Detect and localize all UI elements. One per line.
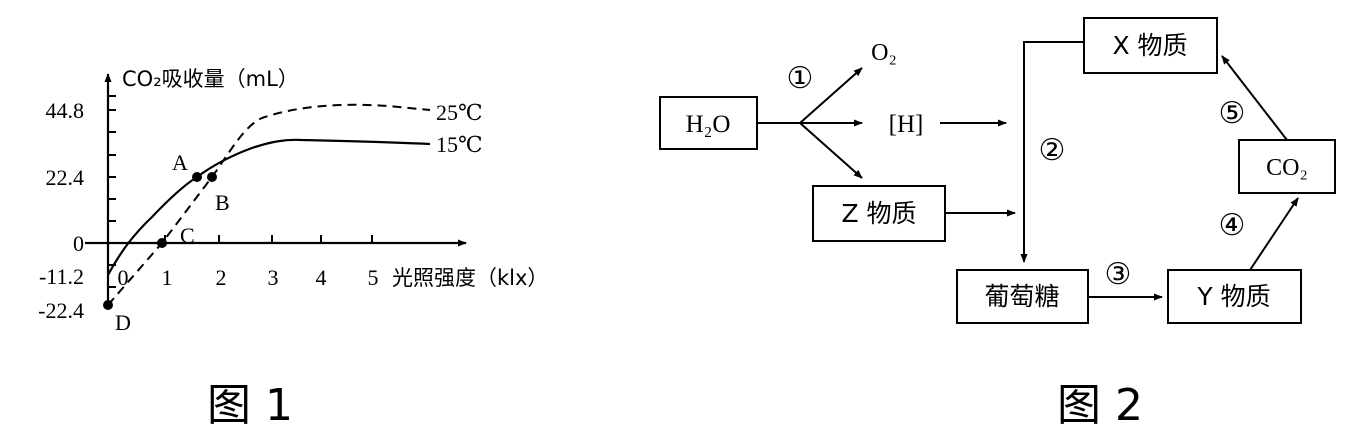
x-axis-label: 光照强度（klx） <box>392 266 548 290</box>
point-label-c: C <box>180 223 195 248</box>
arrow-to-z <box>799 122 863 179</box>
point-label-d: D <box>115 310 131 335</box>
y-tick-label-22.4: 22.4 <box>46 165 85 190</box>
node-y-label: Y 物质 <box>1196 282 1270 311</box>
y-tick-marks <box>108 95 116 288</box>
x-tick-label-5: 5 <box>368 265 379 290</box>
figure2-diagram: H₂O O₂ [H] Z 物质 X 物质 CO₂ 葡萄糖 Y 物质 ① ② ③ … <box>659 17 1336 431</box>
point-b <box>207 172 217 182</box>
step-2-label: ② <box>1039 133 1066 168</box>
step-4-label: ④ <box>1219 208 1246 243</box>
curve-label-25c: 25℃ <box>436 100 483 125</box>
curve-15c <box>107 138 431 276</box>
y-tick-label-0: 0 <box>73 231 84 256</box>
node-glucose-label: 葡萄糖 <box>984 282 1059 311</box>
x-tick-label-0: 0 <box>118 265 129 290</box>
node-y-box <box>1167 269 1302 324</box>
node-h-label: [H] <box>889 111 924 138</box>
step-3-label: ③ <box>1105 257 1132 292</box>
curve-25c <box>107 103 431 306</box>
node-o2-label: O₂ <box>871 40 897 66</box>
figure1-caption: 图 1 <box>207 380 293 431</box>
x-tick-label-4: 4 <box>316 265 327 290</box>
curve-label-15c: 15℃ <box>436 132 483 157</box>
x-tick-label-1: 1 <box>162 265 173 290</box>
node-z-label: Z 物质 <box>841 199 916 228</box>
y-tick-label-neg-11.2: -11.2 <box>39 264 84 289</box>
point-d <box>103 300 113 310</box>
step-5-label: ⑤ <box>1219 96 1246 131</box>
x-tick-label-2: 2 <box>216 265 227 290</box>
node-co2-label: CO₂ <box>1266 155 1308 181</box>
figure1-chart: CO₂吸收量（mL） 光照强度（klx） 44.8 22.4 0 -11.2 -… <box>38 67 548 431</box>
point-a <box>192 172 202 182</box>
x-tick-label-3: 3 <box>268 265 279 290</box>
node-x-label: X 物质 <box>1112 31 1187 60</box>
y-tick-label-neg-22.4: -22.4 <box>38 298 84 323</box>
point-label-b: B <box>215 190 230 215</box>
x-tick-marks <box>164 235 373 243</box>
arrow-x-to-glucose <box>1020 41 1084 263</box>
y-axis-label: CO₂吸收量（mL） <box>122 67 299 91</box>
point-c <box>157 238 167 248</box>
step-1-label: ① <box>787 61 814 96</box>
point-label-a: A <box>172 150 188 175</box>
arrow-co2-to-x <box>1221 55 1288 141</box>
y-tick-label-44.8: 44.8 <box>46 98 85 123</box>
figure2-caption: 图 2 <box>1057 380 1143 431</box>
arrow-y-to-co2 <box>1249 197 1299 271</box>
node-x-box <box>1083 17 1218 74</box>
arrow-to-o2 <box>799 67 863 124</box>
node-h2o-label: H₂O <box>686 111 731 138</box>
